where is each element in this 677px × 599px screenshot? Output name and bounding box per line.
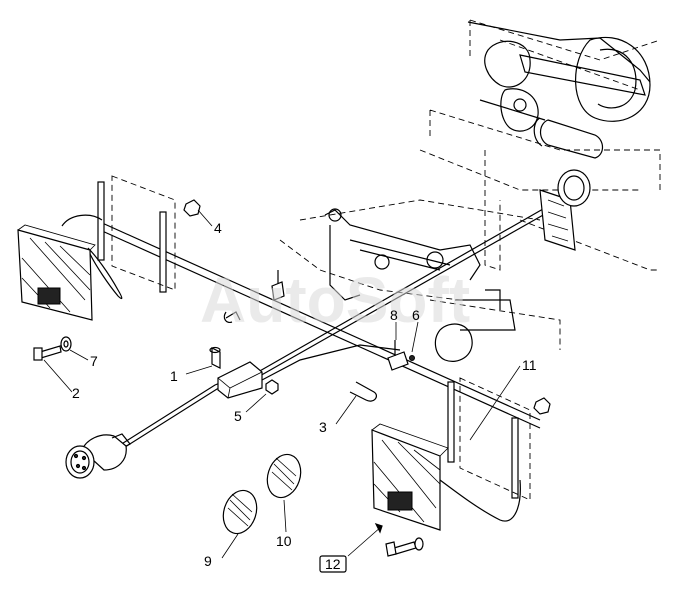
callout-1: 1 — [170, 368, 178, 384]
left-lamp — [17, 175, 176, 321]
axle-assembly — [324, 208, 516, 362]
socket — [539, 169, 591, 251]
callout-10: 10 — [276, 533, 292, 549]
callout-12: 12 — [325, 556, 341, 572]
callouts: 4 7 2 1 5 3 8 6 11 9 10 12 — [72, 220, 537, 573]
callout-6: 6 — [412, 307, 420, 323]
callout-7: 7 — [90, 353, 98, 369]
callout-2: 2 — [72, 385, 80, 401]
callout-11: 11 — [522, 357, 537, 373]
connector-plug — [65, 433, 131, 479]
reflectors — [222, 453, 302, 535]
light-bar — [97, 181, 541, 499]
hardware — [33, 199, 551, 557]
right-lamp — [371, 377, 531, 531]
leader-lines — [43, 209, 521, 559]
callout-12-box — [319, 555, 347, 573]
callout-9: 9 — [204, 553, 212, 569]
callout-3: 3 — [319, 419, 327, 435]
junction-box — [209, 346, 263, 399]
watermark-text: AutoSoft — [200, 264, 470, 336]
callout-5: 5 — [234, 408, 242, 424]
callout-4: 4 — [214, 220, 222, 236]
callout-8: 8 — [390, 307, 398, 323]
machine-frame — [279, 19, 661, 350]
